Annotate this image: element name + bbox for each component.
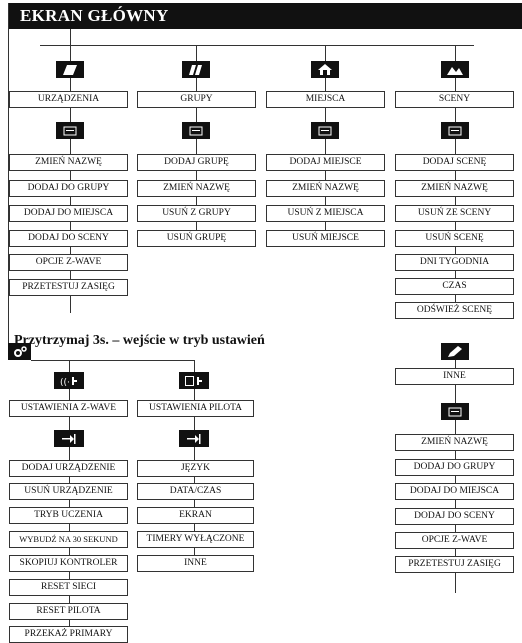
menu-item[interactable]: USUŃ SCENĘ [395, 230, 514, 247]
menu-item[interactable]: ZMIEŃ NAZWĘ [137, 180, 256, 197]
menu-item[interactable]: OPCJE Z-WAVE [395, 532, 514, 549]
menu-item[interactable]: USUŃ ZE SCENY [395, 205, 514, 222]
menu-icon [56, 122, 84, 139]
menu-item[interactable]: DODAJ URZĄDZENIE [9, 460, 128, 477]
menu-item[interactable]: USUŃ GRUPĘ [137, 230, 256, 247]
menu-item[interactable]: DODAJ MIEJSCE [266, 154, 385, 171]
menu-item[interactable]: ZMIEŃ NAZWĘ [9, 154, 128, 171]
left-frame-line [8, 3, 9, 343]
menu-item[interactable]: DODAJ DO MIEJSCA [395, 483, 514, 500]
scenes-icon [441, 61, 469, 78]
menu-item[interactable]: OPCJE Z-WAVE [9, 254, 128, 271]
menu-item[interactable]: EKRAN [137, 507, 254, 524]
menu-item[interactable]: WYBUDŹ NA 30 SEKUND [9, 531, 128, 548]
svg-text:((·: ((· [60, 378, 70, 386]
column-header-scenes[interactable]: SCENY [395, 91, 514, 108]
other-icon [441, 343, 469, 360]
menu-item[interactable]: DODAJ DO GRUPY [395, 459, 514, 476]
menu-item[interactable]: PRZETESTUJ ZASIĘG [395, 556, 514, 573]
column-header-devices[interactable]: URZĄDZENIA [9, 91, 128, 108]
branch-line [40, 45, 474, 46]
gear-icon[interactable] [8, 343, 31, 360]
settings-mode-heading: Przytrzymaj 3s. – wejście w tryb ustawie… [14, 333, 265, 348]
home-icon [311, 61, 339, 78]
menu-item[interactable]: TIMERY WYŁĄCZONE [137, 531, 254, 548]
menu-item[interactable]: DODAJ DO SCENY [395, 508, 514, 525]
menu-icon [441, 122, 469, 139]
menu-item[interactable]: DNI TYGODNIA [395, 254, 514, 271]
column-header-places[interactable]: MIEJSCA [266, 91, 385, 108]
remote-settings-icon [179, 372, 209, 389]
menu-item[interactable]: ZMIEŃ NAZWĘ [266, 180, 385, 197]
menu-item[interactable]: ZMIEŃ NAZWĘ [395, 434, 514, 451]
enter-icon [179, 430, 209, 447]
menu-item[interactable]: USUŃ URZĄDZENIE [9, 483, 128, 500]
menu-item[interactable]: DODAJ GRUPĘ [137, 154, 256, 171]
devices-icon [56, 61, 84, 78]
menu-item[interactable]: DODAJ DO MIEJSCA [9, 205, 128, 222]
menu-icon [182, 122, 210, 139]
menu-item[interactable]: PRZEKAŻ PRIMARY [9, 626, 128, 643]
other-header[interactable]: INNE [395, 368, 514, 385]
zwave-settings-icon: ((· [54, 372, 84, 389]
column-header-groups[interactable]: GRUPY [137, 91, 256, 108]
menu-item[interactable]: JĘZYK [137, 460, 254, 477]
menu-item[interactable]: RESET SIECI [9, 579, 128, 596]
zwave-settings-header[interactable]: USTAWIENIA Z-WAVE [9, 400, 128, 417]
menu-icon [311, 122, 339, 139]
menu-item[interactable]: USUŃ MIEJSCE [266, 230, 385, 247]
menu-icon [441, 403, 469, 420]
menu-item[interactable]: SKOPIUJ KONTROLER [9, 555, 128, 572]
remote-settings-header[interactable]: USTAWIENIA PILOTA [137, 400, 254, 417]
menu-item[interactable]: RESET PILOTA [9, 603, 128, 620]
menu-item[interactable]: TRYB UCZENIA [9, 507, 128, 524]
menu-item[interactable]: CZAS [395, 278, 514, 295]
menu-item[interactable]: USUŃ Z MIEJSCA [266, 205, 385, 222]
groups-icon [182, 61, 210, 78]
menu-item[interactable]: DATA/CZAS [137, 483, 254, 500]
main-screen-title: EKRAN GŁÓWNY [8, 3, 522, 29]
menu-item[interactable]: DODAJ SCENĘ [395, 154, 514, 171]
menu-item[interactable]: DODAJ DO SCENY [9, 230, 128, 247]
menu-item[interactable]: ZMIEŃ NAZWĘ [395, 180, 514, 197]
enter-icon [54, 430, 84, 447]
menu-item[interactable]: PRZETESTUJ ZASIĘG [9, 279, 128, 296]
menu-item[interactable]: DODAJ DO GRUPY [9, 180, 128, 197]
menu-item[interactable]: INNE [137, 555, 254, 572]
menu-item[interactable]: ODŚWIEŻ SCENĘ [395, 302, 514, 319]
menu-item[interactable]: USUŃ Z GRUPY [137, 205, 256, 222]
